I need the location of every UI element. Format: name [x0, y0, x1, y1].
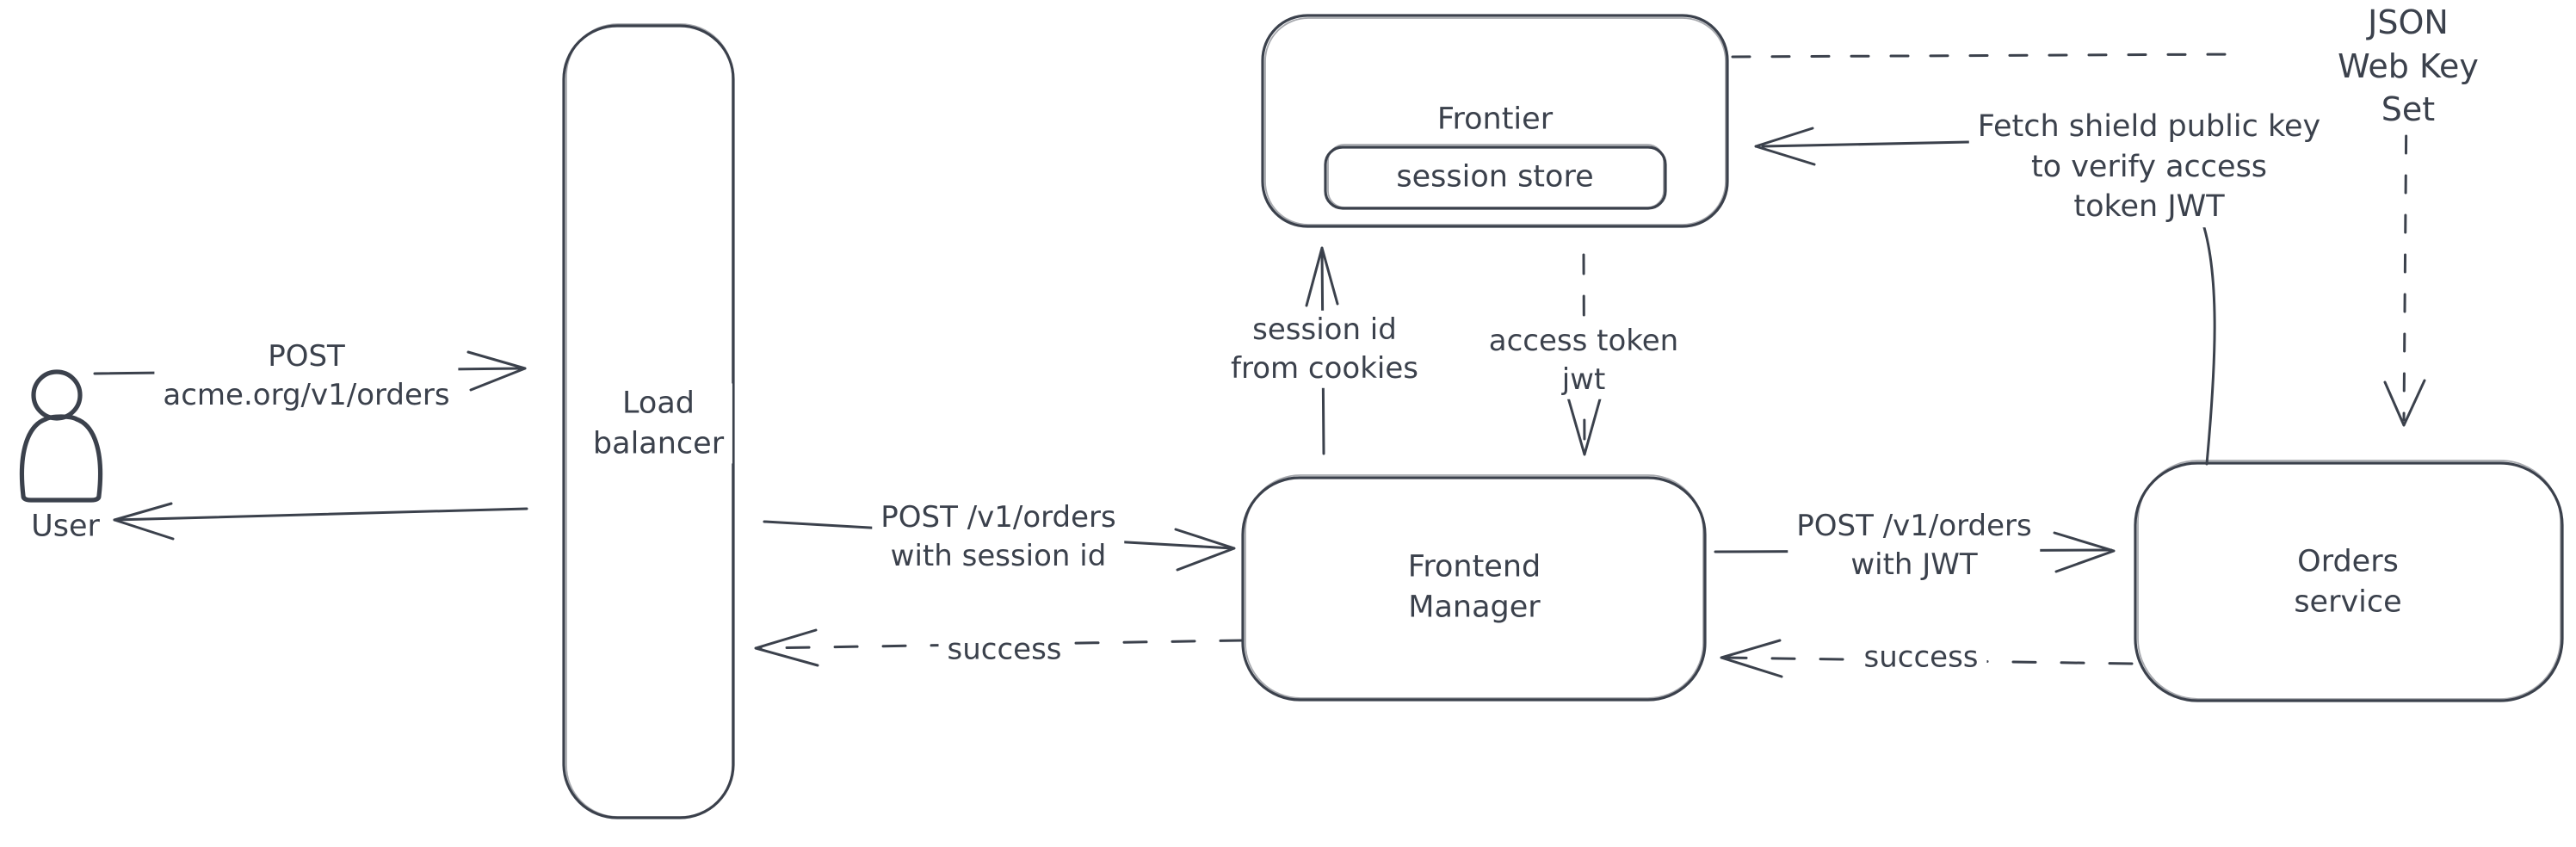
session-store-box — [1324, 144, 1667, 210]
edge-label-post-acme-orders: POST acme.org/v1/orders — [154, 337, 459, 416]
user-icon — [19, 369, 103, 503]
edge-label-success-left: success — [938, 630, 1071, 670]
arrow-jwks-to-orders-service — [2383, 95, 2426, 427]
jwks-label: JSON Web Key Set — [2324, 1, 2493, 132]
user-head — [31, 369, 83, 421]
load-balancer-label: Load balancer — [584, 383, 733, 464]
session-store-label: session store — [1387, 157, 1603, 198]
edge-label-success-right: success — [1855, 638, 1987, 677]
edge-label-session-id-from-cookies: session id from cookies — [1222, 310, 1427, 389]
dashed-line-frontier-to-jwks — [1731, 53, 2240, 59]
frontier-label: Frontier — [1428, 99, 1562, 140]
edge-label-fetch-shield-public-key: Fetch shield public key to verify access… — [1968, 107, 2330, 227]
frontend-manager-label: Frontend Manager — [1399, 547, 1550, 628]
edge-label-access-token-jwt: access token jwt — [1480, 321, 1688, 400]
user-label: User — [31, 509, 100, 544]
orders-service-label: Orders service — [2233, 541, 2462, 622]
edge-label-post-with-jwt: POST /v1/orders with JWT — [1788, 506, 2041, 585]
orders-service-box — [2134, 460, 2564, 702]
arrow-load-balancer-to-user — [113, 502, 528, 541]
user-body — [19, 414, 103, 503]
frontend-manager-box — [1241, 474, 1707, 702]
edge-label-post-with-session-id: POST /v1/orders with session id — [872, 498, 1125, 577]
frontier-box — [1261, 14, 1729, 228]
